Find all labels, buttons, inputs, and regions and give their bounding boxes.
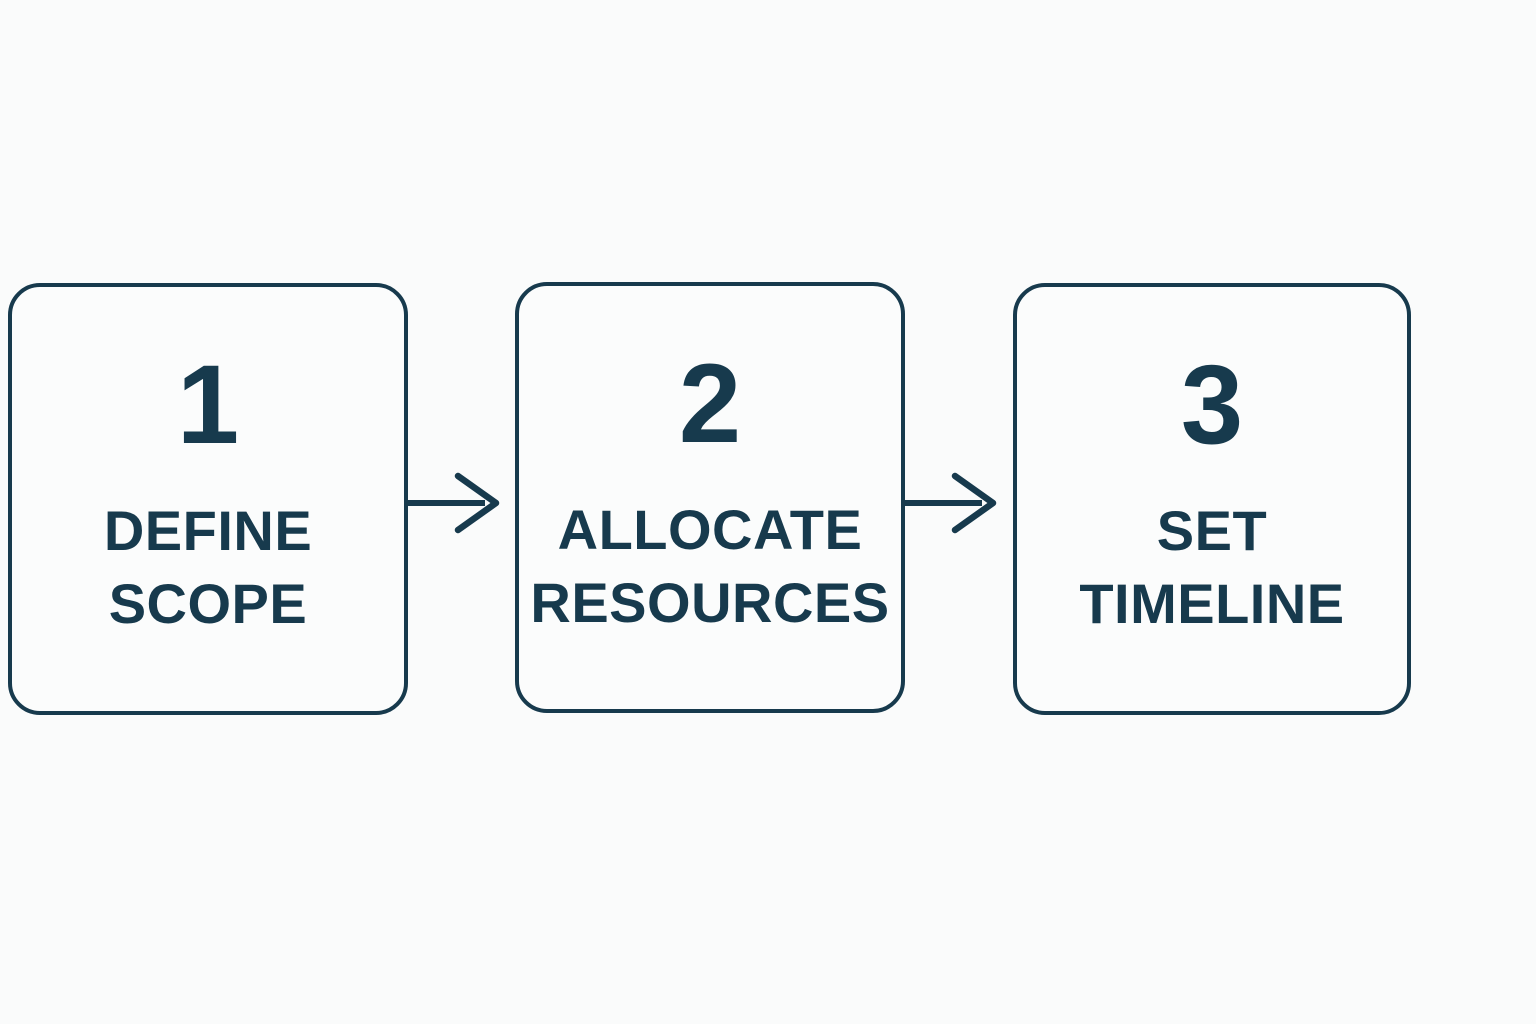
step-label-line1: ALLOCATE [557, 497, 863, 561]
step-label-line1: DEFINE [103, 499, 313, 563]
step-label-line1: SET [1156, 499, 1268, 563]
step-label: DEFINE SCOPE [104, 495, 312, 641]
step-label-line2: SCOPE [108, 572, 308, 635]
arrow-right-icon [406, 472, 500, 534]
step-number: 2 [678, 340, 742, 466]
step-number: 1 [176, 342, 240, 468]
step-box-set-timeline: 3 SET TIMELINE [1013, 283, 1411, 715]
arrow-right-icon [903, 472, 997, 534]
step-box-allocate-resources: 2 ALLOCATE RESOURCES [515, 282, 905, 713]
step-label-line2: RESOURCES [530, 570, 890, 634]
step-label: ALLOCATE RESOURCES [530, 494, 889, 640]
step-number: 3 [1180, 342, 1244, 468]
step-label-line2: TIMELINE [1079, 572, 1345, 635]
step-box-define-scope: 1 DEFINE SCOPE [8, 283, 408, 715]
step-label: SET TIMELINE [1079, 495, 1344, 641]
